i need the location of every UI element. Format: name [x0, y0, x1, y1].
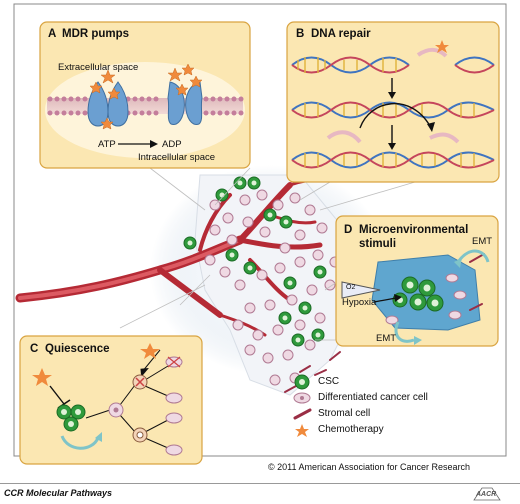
legend: [293, 374, 312, 437]
chemo-star-panel-b: [435, 40, 449, 53]
panel-connectors: [119, 167, 416, 341]
legend-chemo-label: Chemotherapy: [318, 424, 384, 435]
tumor-differentiated-cells: [204, 189, 341, 386]
chemo-stars-panel-a: [89, 63, 203, 130]
dna-fragment: [429, 132, 460, 144]
panel-d: [335, 215, 499, 347]
panel-d-title-line1: Microenvironmental: [359, 224, 469, 236]
journal-name: CCR Molecular Pathways: [4, 488, 113, 498]
hypoxia-label: Hypoxia: [342, 297, 377, 308]
dna-base-pairs: [297, 57, 475, 167]
panel-b: [286, 21, 500, 183]
aacr-logo: [473, 487, 501, 501]
legend-diff-icon: [293, 392, 311, 404]
tumor-csc-cells: [183, 176, 327, 347]
dna-fragment: [416, 47, 448, 58]
panel-a-title: MDR pumps: [62, 28, 130, 40]
legend-stromal-icon: [293, 408, 312, 420]
panel-c-letter: C: [30, 343, 39, 355]
aacr-logo-text: AACR: [476, 491, 497, 498]
panel-d-letter: D: [344, 224, 353, 236]
repair-arrows: [359, 78, 431, 143]
cell-membrane: [47, 96, 244, 116]
niche-csc-cells: [392, 276, 444, 312]
emt-label-top: EMT: [472, 236, 493, 247]
intracellular-label: Intracellular space: [138, 152, 216, 163]
self-renewal-arrow: [60, 435, 100, 450]
repair-arrowheads: [388, 92, 435, 150]
panel-d-title-line2: stimuli: [359, 238, 397, 250]
hypoxia-gradient: [341, 281, 381, 299]
terminal-differentiated-cells: [165, 356, 183, 456]
panel-b-title: DNA repair: [311, 28, 371, 40]
chemo-star-panel-c2: [140, 343, 160, 359]
emt-arrow-bottom: [394, 321, 415, 343]
chemo-star-panel-c: [32, 368, 52, 386]
legend-csc-label: CSC: [318, 376, 340, 387]
tumor-stromal-cells: [284, 351, 341, 393]
emt-label-bottom: EMT: [376, 333, 397, 344]
panel-a-letter: A: [48, 28, 57, 40]
adp-label: ADP: [162, 139, 182, 150]
legend-csc-icon: [294, 374, 310, 390]
dna-fragment: [326, 130, 362, 144]
panel-a: [39, 21, 251, 169]
panel-c-title: Quiescence: [45, 343, 110, 355]
copyright-text: © 2011 American Association for Cancer R…: [268, 462, 471, 472]
quiescent-csc-cluster: [56, 404, 86, 432]
hypoxia-arrow: [373, 297, 397, 303]
niche-stromal-cells: [469, 253, 485, 311]
differentiation-tree: [85, 349, 169, 449]
emt-arrow-top: [456, 249, 490, 263]
legend-diff-label: Differentiated cancer cell: [318, 392, 428, 403]
footer-bar: [0, 483, 520, 504]
legend-stromal-label: Stromal cell: [318, 408, 371, 419]
panel-c: [19, 335, 203, 465]
legend-chemo-icon: [295, 424, 309, 437]
extracellular-label: Extracellular space: [58, 62, 139, 73]
panel-b-letter: B: [296, 28, 305, 40]
o2-label: O2: [346, 284, 356, 291]
atp-label: ATP: [98, 139, 116, 150]
dna-strands: [291, 56, 495, 169]
inhibition-line: [49, 385, 65, 405]
niche-diff-cells: [385, 273, 467, 325]
